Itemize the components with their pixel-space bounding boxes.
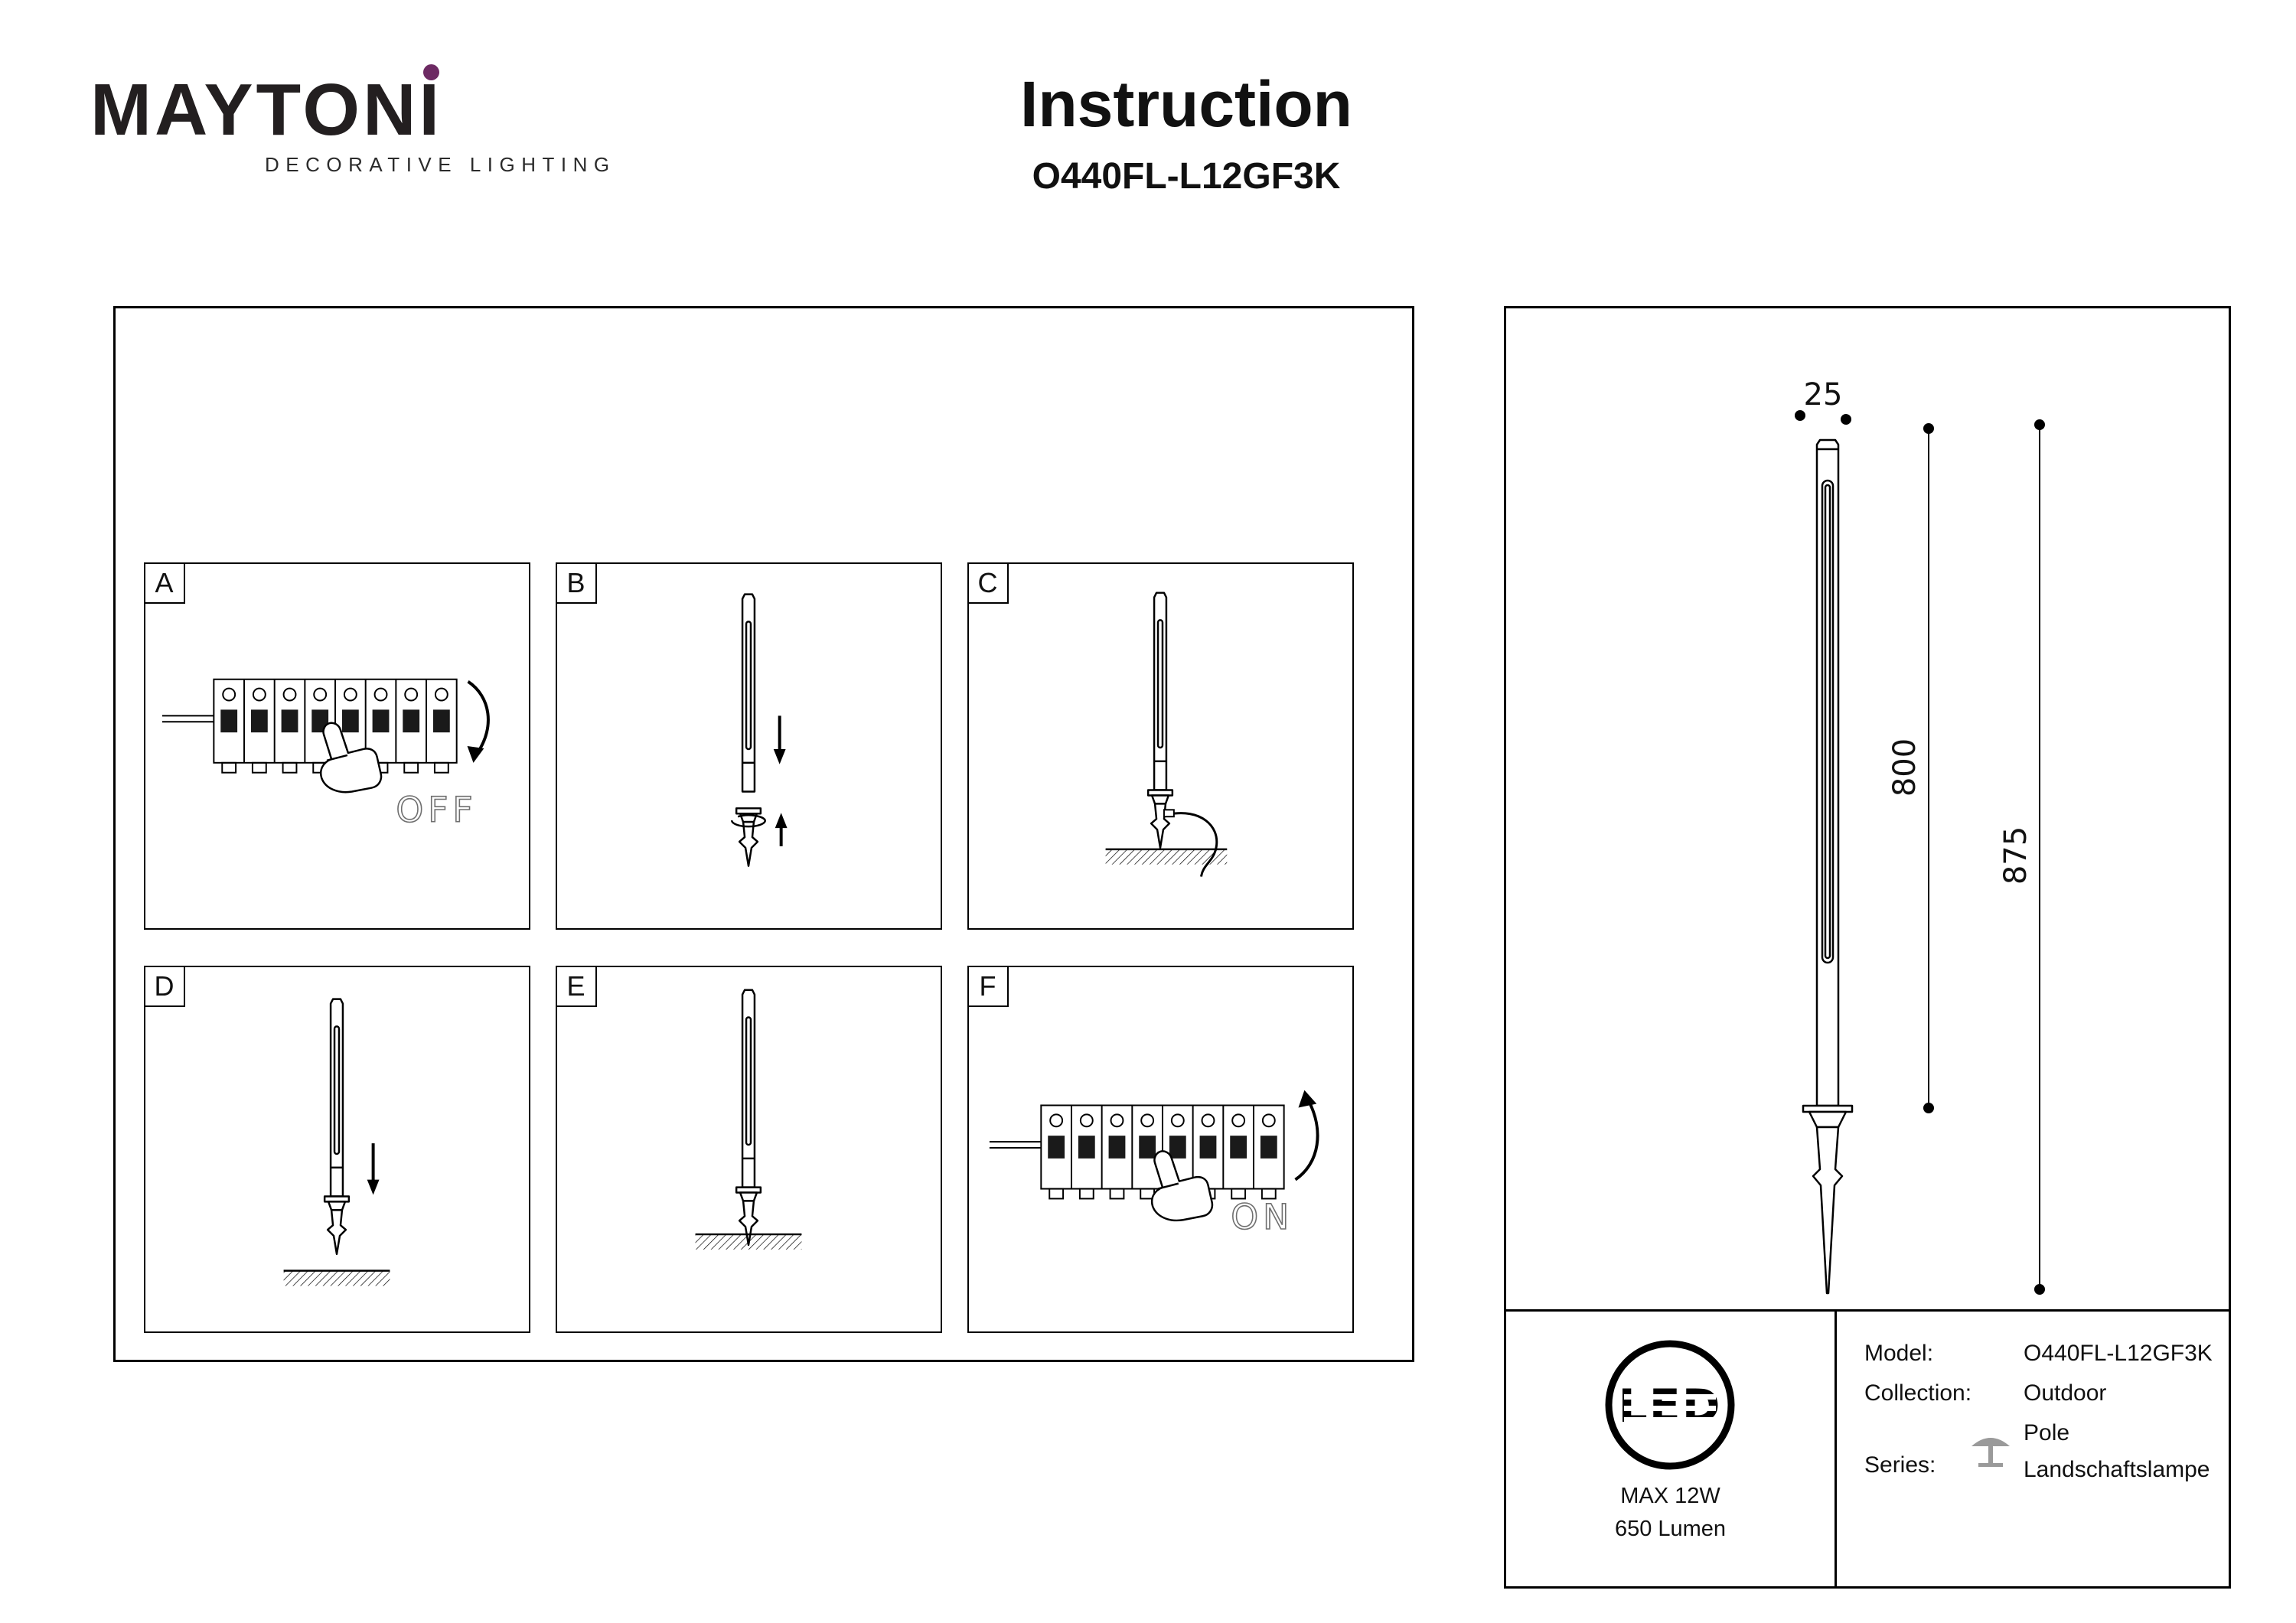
step-label-f: F [967,965,1009,1007]
off-caption: OFF [396,790,477,830]
dim-total-height-label: 875 [1998,826,2033,885]
page-title: Instruction [1020,68,1352,140]
step-c-illustration [1105,592,1228,877]
lumen-output: 650 Lumen [1614,1517,1727,1541]
dim-dot [2034,419,2045,430]
series-value-col: Pole Landschaftslampe [2024,1420,2210,1483]
led-spec: LED MAX 12W 650 Lumen [1506,1312,1837,1586]
dim-dot [2034,1284,2045,1295]
ground-spike-icon [323,1195,351,1256]
step-label-b: B [555,562,597,604]
collection-label: Collection: [1864,1380,1972,1406]
turn-on-arrow [1294,1099,1319,1181]
pole-icon [741,989,756,1188]
product-info: Model: O440FL-L12GF3K Collection: Outdoo… [1837,1312,2229,1586]
arrowhead-icon [775,813,788,829]
step-label-e: E [555,965,597,1007]
step-panel-d: D [143,965,530,1333]
dim-dot [1923,1103,1934,1113]
logo-dot-icon [423,64,440,80]
series-value-2: Landschaftslampe [2024,1457,2210,1482]
collection-row: Collection: Outdoor [1864,1380,2229,1406]
led-badge-icon: LED [1605,1340,1735,1470]
series-row: Series: Pole Landschaftslampe [1864,1420,2229,1483]
arrowhead-icon [773,748,786,764]
cable-icon [1168,812,1218,877]
lamp-icon [1971,1438,2010,1467]
step-panel-e: E [555,965,942,1333]
series-label-col: Series: [1864,1420,2024,1483]
step-panel-c: C [967,562,1354,930]
ground-hatch [695,1234,802,1250]
brand-name: MAYTONI [90,64,442,147]
model-code: O440FL-L12GF3K [1032,156,1341,197]
model-label: Model: [1864,1341,1934,1366]
step-label-a: A [143,562,185,604]
ground-spike-icon [1146,789,1174,849]
pole-icon [741,593,756,793]
dim-dot [1795,410,1805,421]
product-frame: 25 800 875 [1504,306,2231,1589]
dim-dot [1923,423,1934,434]
step-panel-a: OFF A [143,562,530,930]
arrowhead-icon [367,1179,380,1195]
step-label-d: D [143,965,185,1007]
step-panel-f: ON F [967,965,1354,1333]
cable-connector-icon [1163,809,1175,818]
dim-dot [1841,414,1851,425]
brand-logo: MAYTONI DECORATIVE LIGHTING [90,64,616,177]
step-a-illustration: OFF [161,678,490,831]
step-d-illustration [283,998,390,1286]
max-power: MAX 12W [1620,1484,1720,1508]
brand-text: MAYTONI [90,69,443,151]
model-row: Model: O440FL-L12GF3K [1864,1341,2229,1367]
dimension-drawing: 25 800 875 [1795,377,2045,1295]
pole-drawing [1802,438,1854,1295]
ground-hatch [283,1270,390,1286]
step-panel-b: B [555,562,942,930]
step-e-illustration [695,989,802,1250]
dim-pole-height-label: 800 [1887,738,1923,797]
step-f-illustration: ON [988,1090,1319,1238]
breaker-panel-icon [161,678,458,774]
document-header: Instruction O440FL-L12GF3K [880,67,1492,197]
breaker-panel-icon [988,1104,1285,1200]
ground-hatch [1105,849,1228,865]
turn-off-arrow [467,680,490,754]
spec-box: LED MAX 12W 650 Lumen Model: O440FL-L12G… [1506,1309,2229,1586]
pole-icon [329,998,344,1198]
series-value: Pole [2024,1420,2070,1445]
brand-tagline: DECORATIVE LIGHTING [265,153,616,176]
model-value: O440FL-L12GF3K [2024,1341,2213,1366]
arrowhead-icon [467,746,484,763]
on-caption: ON [1231,1197,1293,1237]
screw-spiral-icon [730,814,767,828]
collection-value: Outdoor [2024,1380,2107,1406]
series-label: Series: [1864,1452,1936,1478]
pole-icon [1153,592,1168,791]
step-label-c: C [967,562,1009,604]
arrowhead-icon [1298,1090,1317,1108]
step-b-illustration [730,593,788,867]
dim-width-label: 25 [1804,377,1843,412]
